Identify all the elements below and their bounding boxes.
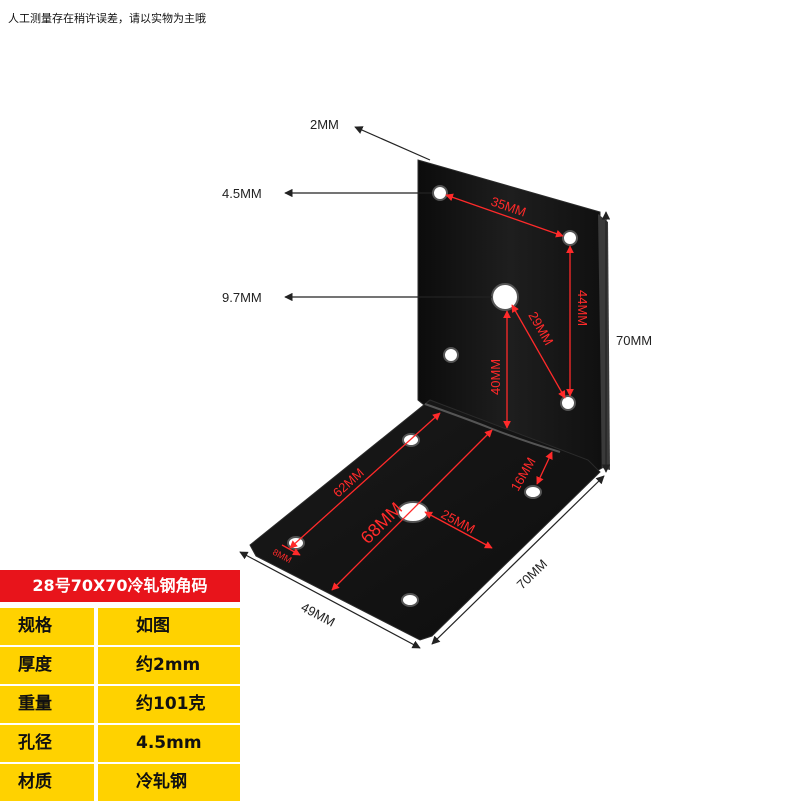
spec-row: 材质 冷轧钢	[0, 764, 240, 801]
bracket	[249, 159, 610, 641]
notice-text: 人工测量存在稍许误差，请以实物为主哦	[8, 12, 206, 25]
spec-key: 规格	[0, 608, 94, 645]
spec-row: 重量 约101克	[0, 686, 240, 723]
spec-value: 如图	[98, 608, 240, 645]
large-hole	[491, 283, 519, 311]
hole	[560, 395, 576, 411]
vertical-to-hole-label: 40MM	[488, 359, 503, 395]
large-hole-label: 9.7MM	[222, 290, 262, 305]
spec-key: 材质	[0, 764, 94, 801]
hole	[443, 347, 459, 363]
vertical-height-label: 70MM	[616, 333, 652, 348]
spec-value: 约101克	[98, 686, 240, 723]
hole	[524, 485, 542, 499]
spec-table: 28号70X70冷轧钢角码 规格 如图 厚度 约2mm 重量 约101克 孔径 …	[0, 570, 240, 801]
spec-key: 孔径	[0, 725, 94, 762]
spec-key: 厚度	[0, 647, 94, 684]
hole	[562, 230, 578, 246]
base-length-label: 70MM	[514, 556, 550, 592]
spec-row: 厚度 约2mm	[0, 647, 240, 684]
spec-value: 4.5mm	[98, 725, 240, 762]
hole	[401, 593, 419, 607]
bracket-fold-line	[424, 403, 561, 453]
spec-value: 约2mm	[98, 647, 240, 684]
spec-key: 重量	[0, 686, 94, 723]
hole	[432, 185, 448, 201]
hole-spacing-side-label: 44MM	[575, 290, 590, 326]
spec-row: 孔径 4.5mm	[0, 725, 240, 762]
spec-title: 28号70X70冷轧钢角码	[0, 570, 240, 602]
spec-row: 规格 如图	[0, 608, 240, 645]
base-width-label: 49MM	[299, 599, 338, 629]
small-hole-label: 4.5MM	[222, 186, 262, 201]
thickness-label: 2MM	[310, 117, 339, 132]
spec-value: 冷轧钢	[98, 764, 240, 801]
